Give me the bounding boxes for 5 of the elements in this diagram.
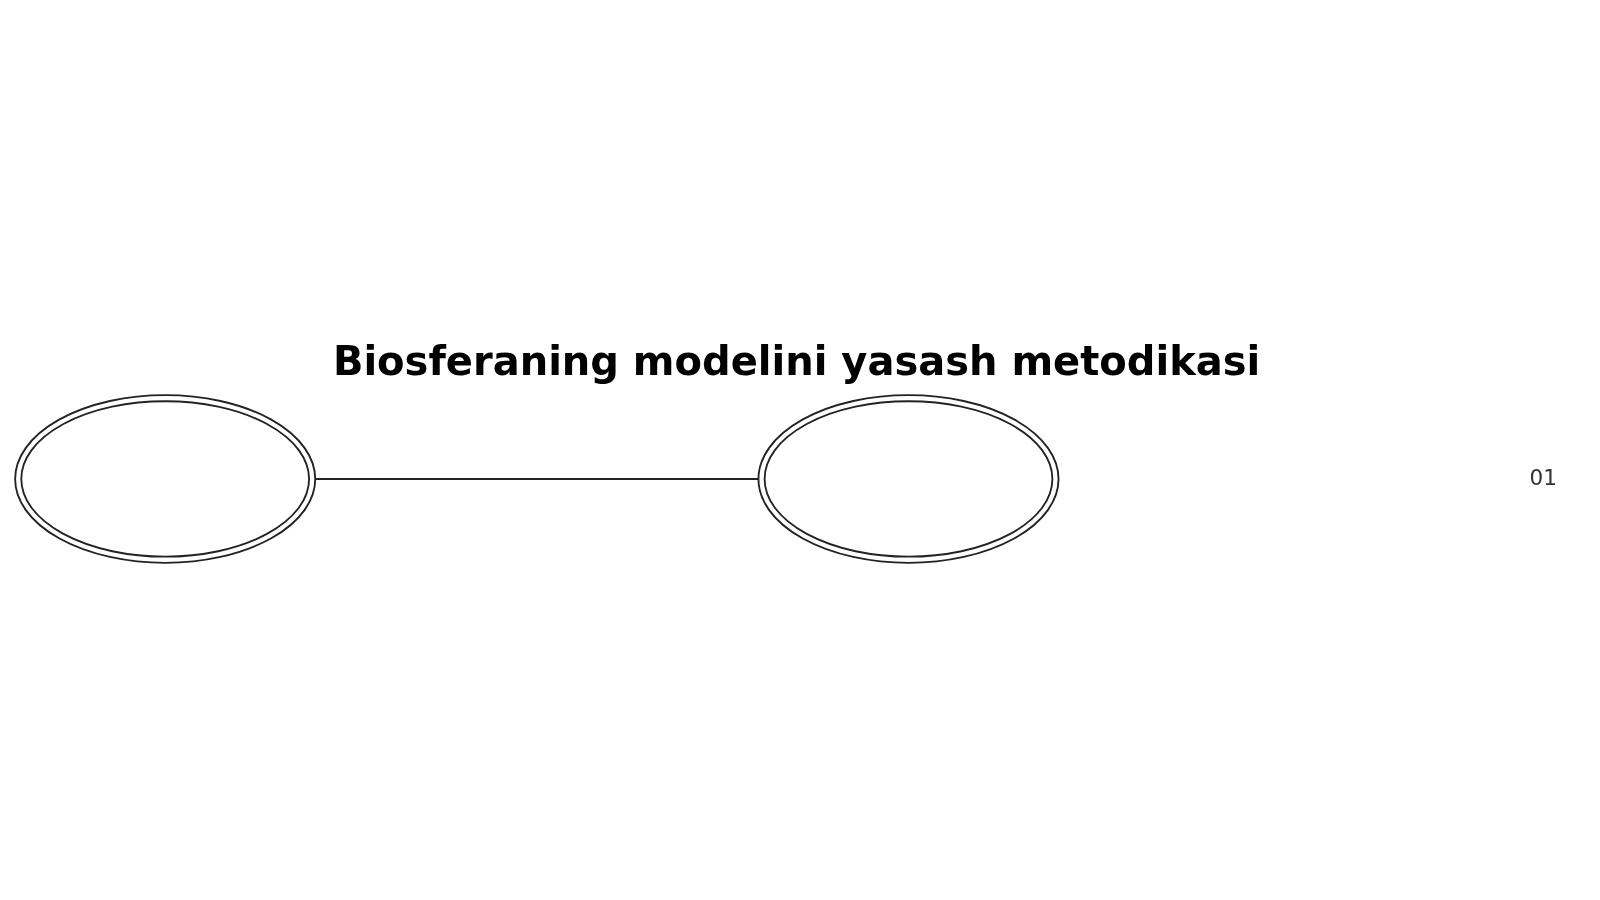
node-ellipse <box>14 393 317 564</box>
label: 01 <box>1529 464 1558 490</box>
node-ellipse <box>757 393 1060 564</box>
connector <box>314 477 760 480</box>
diagram-title: Biosferaning modelini yasash metodikasi <box>332 337 1261 384</box>
